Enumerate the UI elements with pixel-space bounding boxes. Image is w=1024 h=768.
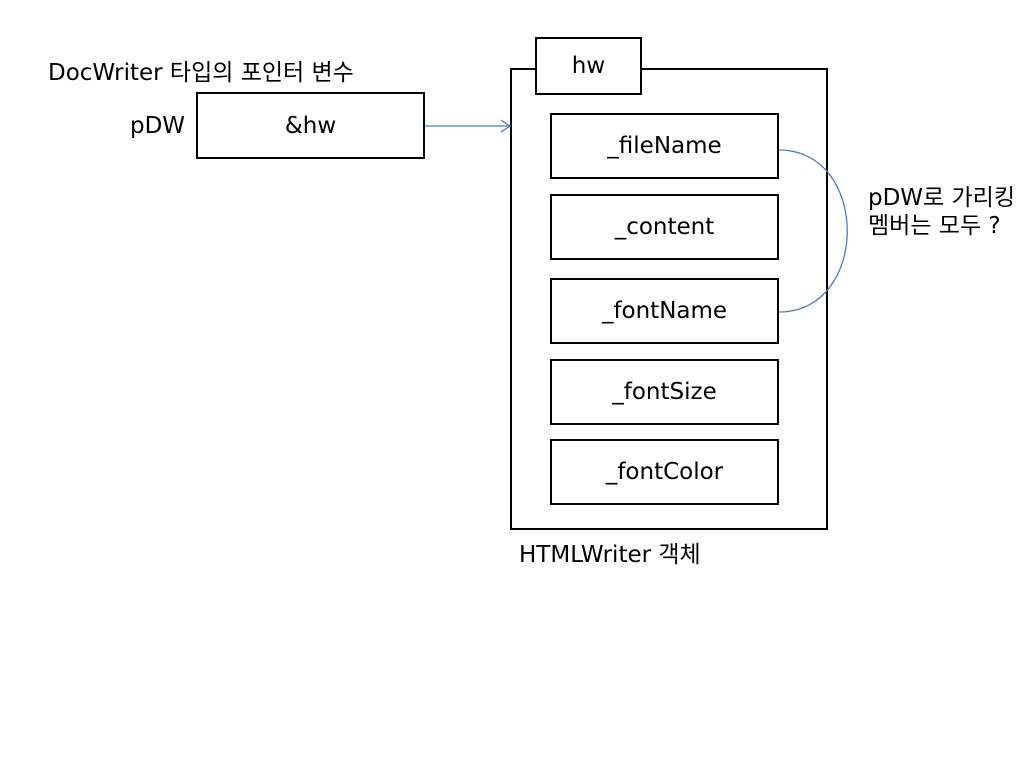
- pointer-value-text: &hw: [284, 112, 337, 139]
- pointer-value-box: &hw: [196, 92, 425, 159]
- pointer-name-label: pDW: [130, 113, 186, 139]
- pointer-arrowhead: [500, 119, 512, 133]
- member-box-filename: _fileName: [550, 113, 779, 179]
- annotation-line-1: pDW로 가리킹: [868, 185, 1016, 211]
- member-fontcolor-text: _fontColor: [605, 459, 724, 485]
- object-caption: HTMLWriter 객체: [519, 542, 701, 568]
- annotation-note: pDW로 가리킹 멤버는 모두 ?: [868, 184, 1015, 240]
- member-box-fontname: _fontName: [550, 278, 779, 344]
- annotation-line-2: 멤버는 모두 ?: [868, 213, 1001, 239]
- object-name-text: hw: [571, 53, 606, 79]
- member-fontsize-text: _fontSize: [612, 379, 717, 405]
- member-filename-text: _fileName: [607, 133, 722, 159]
- member-box-content: _content: [550, 194, 779, 260]
- object-name-box: hw: [535, 37, 642, 95]
- member-fontname-text: _fontName: [601, 298, 728, 324]
- pointer-type-label: DocWriter 타입의 포인터 변수: [48, 60, 354, 86]
- member-content-text: _content: [614, 214, 715, 240]
- member-box-fontcolor: _fontColor: [550, 439, 779, 505]
- member-box-fontsize: _fontSize: [550, 359, 779, 425]
